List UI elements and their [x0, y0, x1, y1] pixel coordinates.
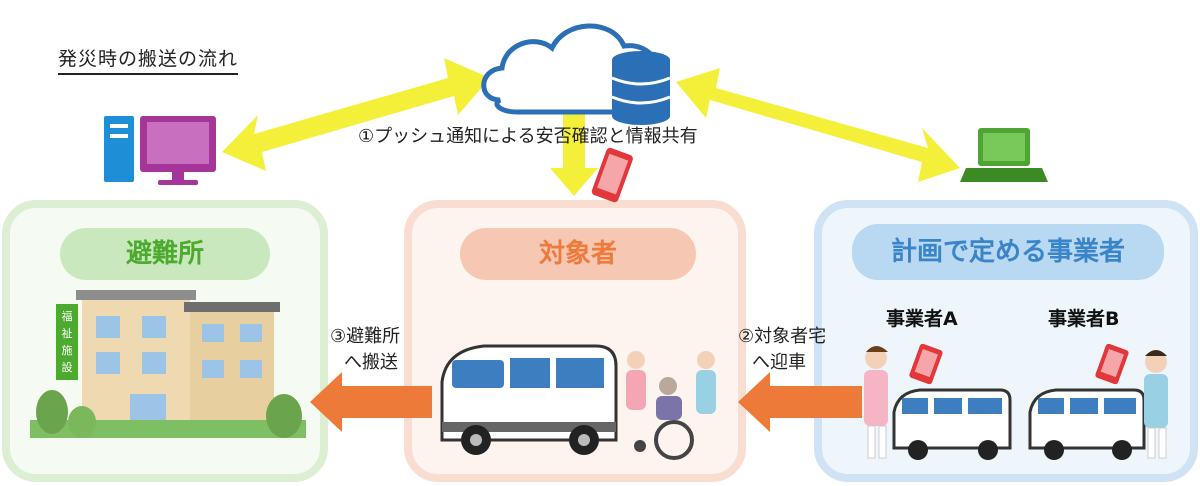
shelter-title: 避難所 — [60, 228, 270, 280]
operator-b-label: 事業者B — [1048, 308, 1120, 330]
orange-arrow-to-person — [738, 372, 862, 432]
sign-char: 設 — [61, 361, 73, 374]
business-title: 計画で定める事業者 — [852, 224, 1164, 280]
step3-line1: ③避難所 — [330, 326, 401, 347]
database-icon — [611, 51, 671, 125]
van-operator-a — [892, 388, 1012, 460]
person-title: 対象者 — [460, 228, 696, 280]
sign-char: 福 — [61, 310, 73, 323]
operator-a-label: 事業者A — [886, 308, 958, 330]
step2-label: ②対象者宅 へ迎車 — [738, 324, 826, 376]
operator-a-figure — [864, 346, 888, 459]
yellow-arrow-vertical — [550, 76, 598, 196]
desktop-computer-icon — [104, 116, 216, 185]
yellow-arrow-right — [676, 68, 960, 182]
step3-label: ③避難所 へ搬送 — [330, 324, 400, 376]
welfare-facility-sign: 福 祉 施 設 — [58, 308, 76, 376]
step2-line1: ②対象者宅 — [738, 326, 827, 347]
shelter-building — [30, 290, 306, 438]
van-person-panel — [440, 344, 618, 455]
yellow-arrow-left — [222, 58, 490, 171]
orange-arrow-to-shelter — [310, 372, 432, 432]
push-notification-label: ①プッシュ通知による安否確認と情報共有 — [358, 126, 698, 147]
smartphone-icon — [591, 147, 633, 203]
step2-line2: へ迎車 — [752, 352, 806, 373]
wheelchair-person — [626, 351, 716, 460]
van-operator-b — [1028, 388, 1146, 460]
sign-char: 施 — [61, 344, 73, 357]
laptop-icon — [960, 128, 1048, 182]
smartphone-b-icon — [1095, 343, 1129, 385]
operator-b-figure — [1144, 350, 1168, 459]
step3-line2: へ搬送 — [344, 352, 398, 373]
sign-char: 祉 — [61, 327, 73, 340]
page-title: 発災時の搬送の流れ — [58, 44, 239, 75]
smartphone-a-icon — [909, 343, 943, 385]
